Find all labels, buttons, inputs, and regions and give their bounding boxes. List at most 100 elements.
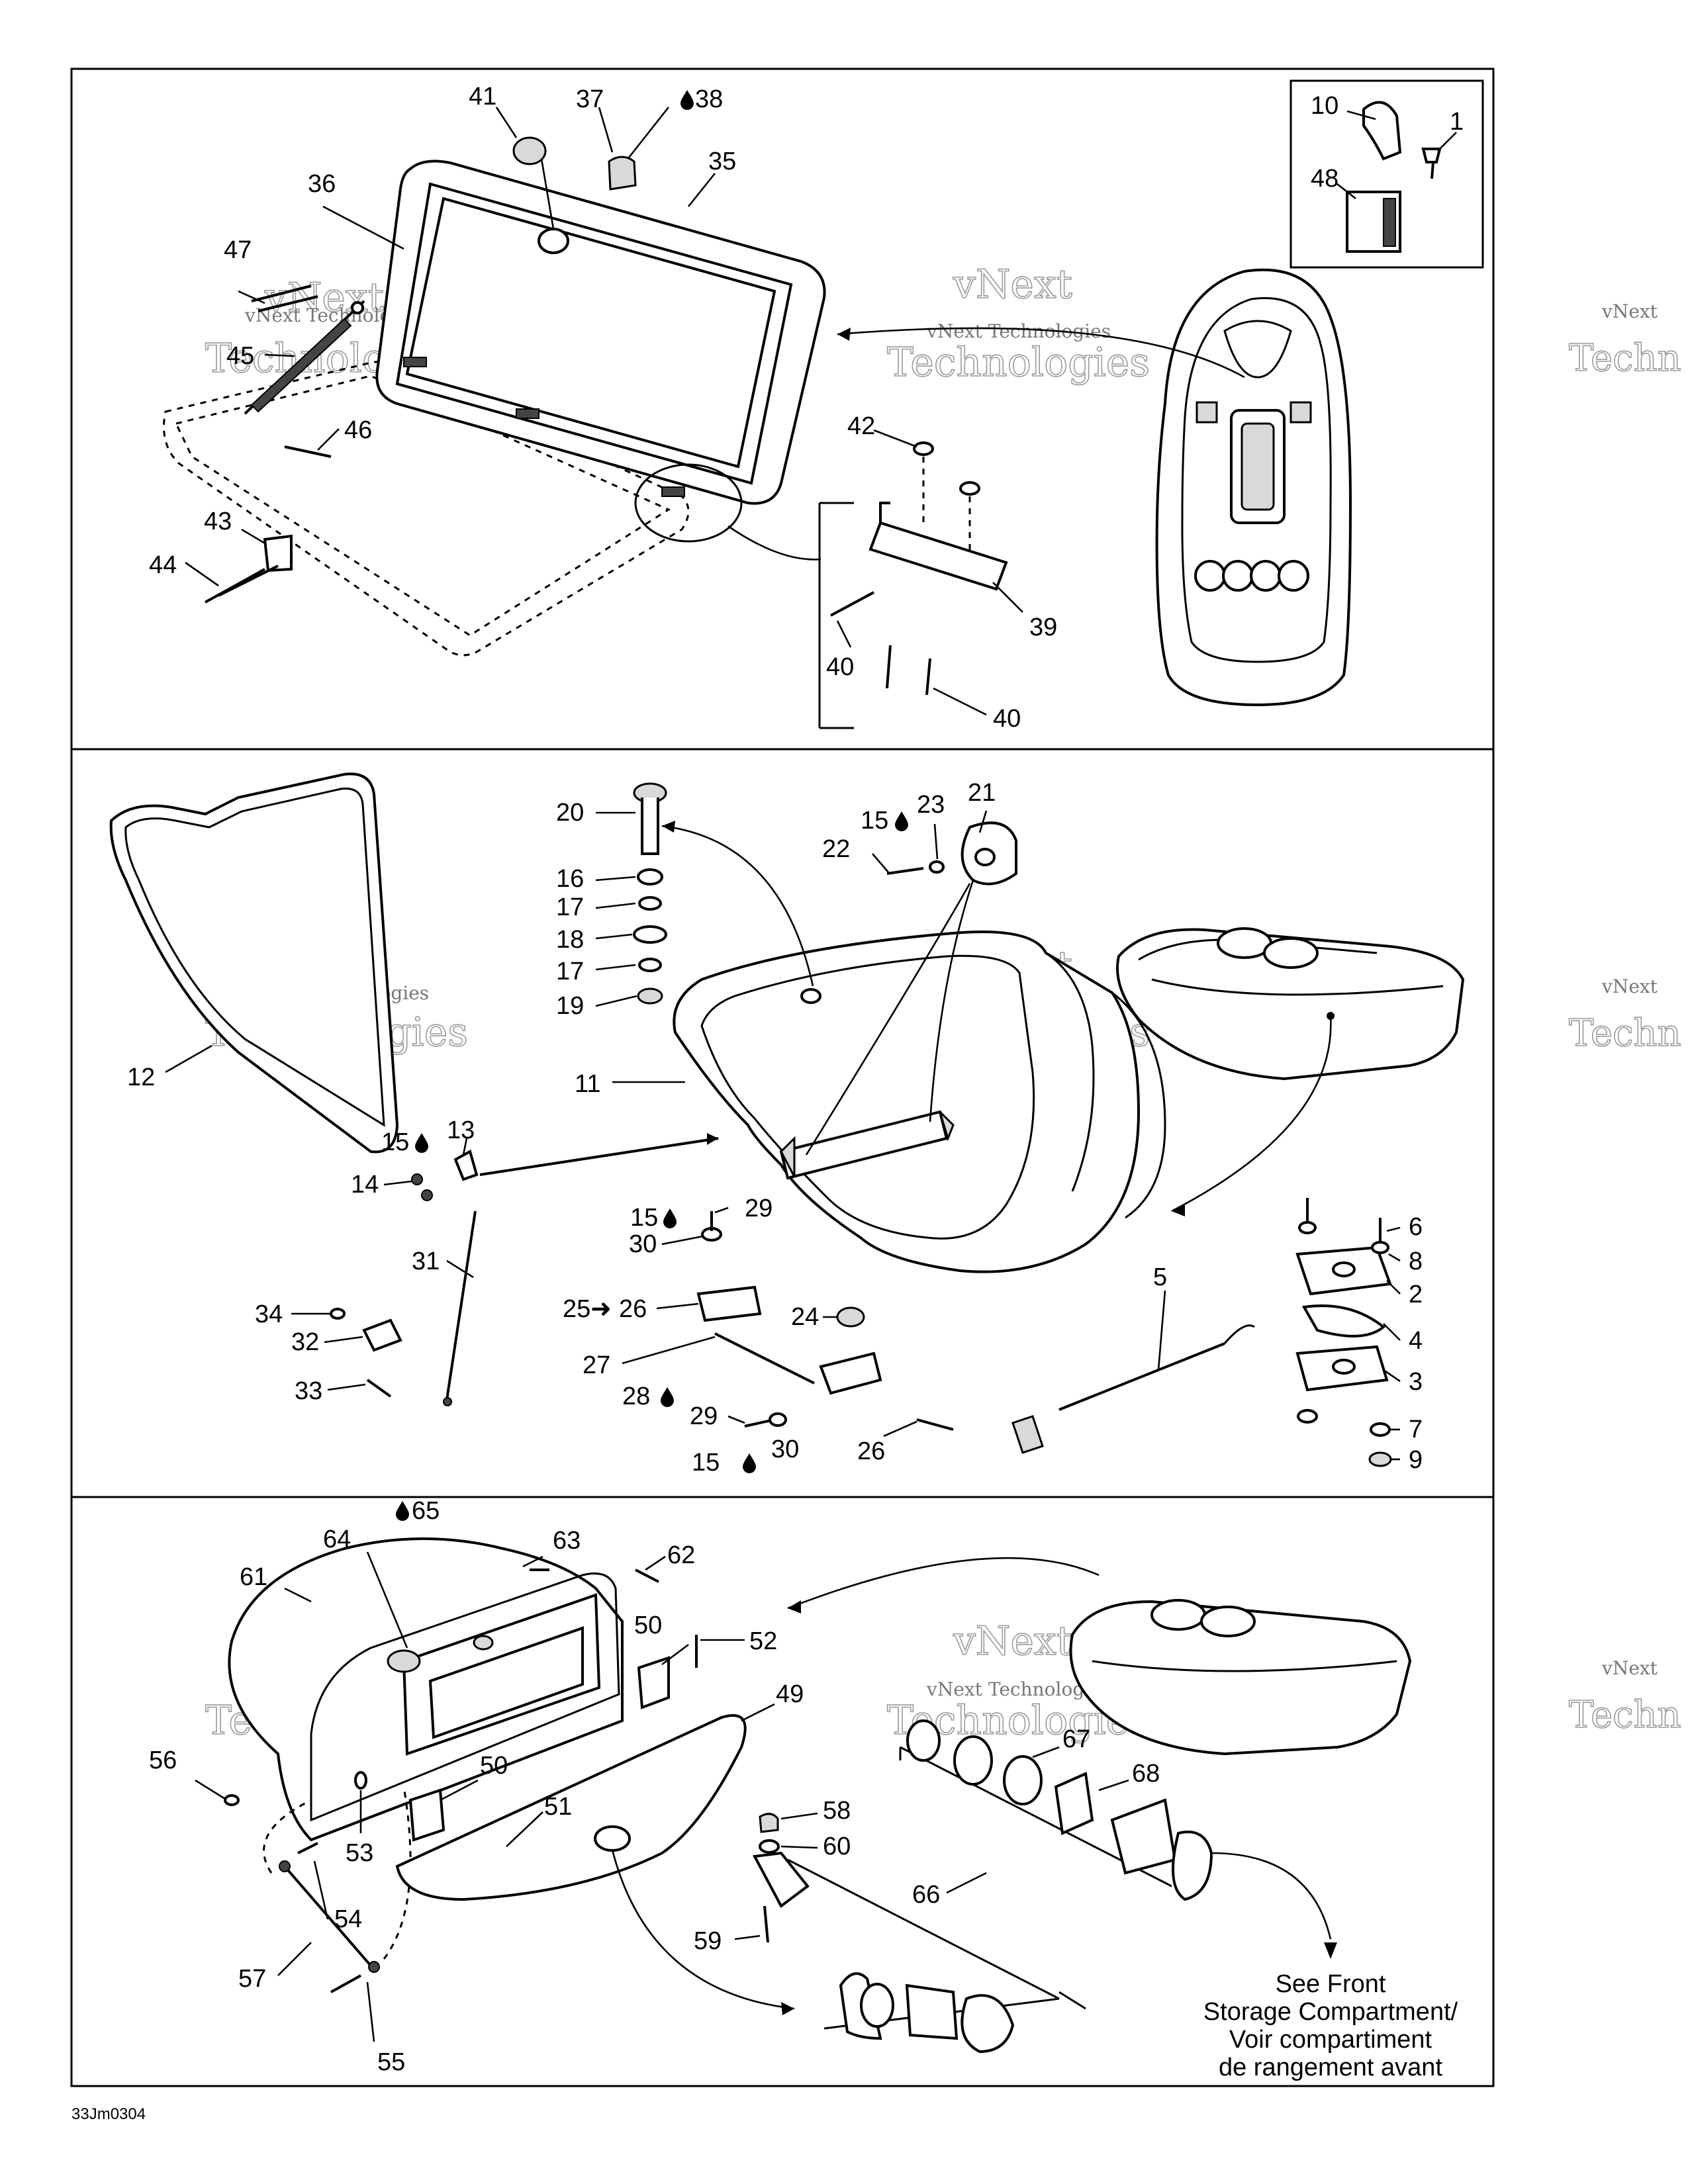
part-callout: ➜ <box>590 1295 612 1323</box>
part-callout: 62 <box>667 1541 695 1569</box>
part-callout: 26 <box>857 1437 885 1465</box>
part-callout: 2 <box>1409 1281 1423 1308</box>
part-callout: 18 <box>556 926 584 954</box>
part-callout: 55 <box>377 2048 405 2076</box>
part-callout: 7 <box>1409 1416 1423 1443</box>
note-line: See Front <box>1276 1970 1386 1998</box>
part-callout: 50 <box>634 1612 662 1639</box>
part-callout: 15 <box>630 1204 658 1232</box>
part-callout: 45 <box>226 342 254 370</box>
part-callout: 30 <box>629 1230 657 1258</box>
watermark-text: Techn <box>1569 1012 1681 1055</box>
diagram-code: 33Jm0304 <box>71 2105 146 2123</box>
watermark-text: Techn <box>1569 337 1681 380</box>
part-callout: 28 <box>622 1383 650 1410</box>
part-callout: 10 <box>1311 92 1338 120</box>
watermark-text: vNext <box>953 1618 1072 1664</box>
part-callout: 6 <box>1409 1213 1423 1241</box>
part-callout: 46 <box>344 416 372 444</box>
section-frames <box>70 68 1495 2087</box>
part-callout: 9 <box>1409 1446 1423 1474</box>
part-callout: 32 <box>291 1328 319 1356</box>
part-callout: 42 <box>847 412 875 440</box>
part-callout: 25 <box>563 1295 590 1323</box>
part-callout: 35 <box>708 148 736 175</box>
watermark-text: vNext <box>1601 1657 1658 1679</box>
part-callout: 47 <box>224 236 252 264</box>
part-callout: 61 <box>240 1563 267 1591</box>
part-callout: 29 <box>690 1402 718 1430</box>
part-callout: 15 <box>381 1128 409 1156</box>
part-callout: 64 <box>323 1525 351 1553</box>
part-callout: 17 <box>556 893 584 921</box>
part-callout: 8 <box>1409 1248 1423 1275</box>
part-callout: 44 <box>149 551 177 579</box>
note-line: Storage Compartment/ <box>1203 1998 1458 2026</box>
part-callout: 34 <box>255 1300 283 1328</box>
part-callout: 15 <box>861 807 888 835</box>
middle-section-drawing <box>109 772 1465 1467</box>
part-callout: 22 <box>822 835 850 863</box>
note-line: Voir compartiment <box>1229 2026 1432 2054</box>
part-callout: 1 <box>1450 108 1464 136</box>
note-line: de rangement avant <box>1219 2054 1442 2081</box>
part-callout: 24 <box>791 1303 819 1331</box>
bottom-section-drawing <box>224 1537 1412 2054</box>
cross-reference-note: See Front Storage Compartment/ Voir comp… <box>1203 1970 1458 2081</box>
watermark-text: vNext <box>953 261 1072 308</box>
part-callout: 41 <box>469 83 496 111</box>
watermark-text: vNext <box>1601 976 1658 997</box>
watermark-text: vNext <box>1601 300 1658 322</box>
part-callout: 39 <box>1029 614 1057 641</box>
part-callout: 30 <box>771 1435 799 1463</box>
part-callout: 27 <box>583 1351 610 1379</box>
part-callout: 58 <box>823 1797 851 1825</box>
part-callout: 67 <box>1062 1725 1090 1753</box>
part-callout: 37 <box>576 85 604 113</box>
part-callout: 33 <box>295 1377 322 1405</box>
part-callout: 3 <box>1409 1368 1423 1396</box>
part-callout: 49 <box>776 1680 804 1708</box>
part-callout: 63 <box>553 1527 581 1555</box>
part-callout: 53 <box>346 1839 373 1867</box>
part-callout: 26 <box>619 1295 647 1323</box>
part-callout: 50 <box>480 1752 508 1780</box>
part-callout: 36 <box>308 170 336 198</box>
watermark-text: Technologies <box>887 340 1150 386</box>
part-callout: 48 <box>1311 165 1338 193</box>
callout-labels-bottom: 64 65 63 62 61 50 52 49 56 50 51 53 54 5… <box>149 1497 1160 2076</box>
part-callout: 16 <box>556 865 584 893</box>
part-callout: 31 <box>412 1248 440 1275</box>
part-callout: 11 <box>575 1070 600 1098</box>
watermark-text: vNext Technologies <box>926 320 1111 342</box>
callout-labels-middle: 20 15 23 21 22 16 17 18 17 19 12 11 13 1… <box>127 779 1423 1477</box>
part-callout: 40 <box>993 705 1021 733</box>
part-callout: 60 <box>823 1833 851 1860</box>
watermark-text: Techn <box>1569 1694 1681 1737</box>
part-callout: 51 <box>544 1793 572 1821</box>
part-callout: 56 <box>149 1747 177 1774</box>
part-callout: 20 <box>556 799 584 827</box>
part-callout: 29 <box>745 1195 773 1222</box>
part-callout: 12 <box>127 1064 155 1091</box>
part-callout: 5 <box>1153 1263 1167 1291</box>
part-callout: 68 <box>1132 1760 1160 1788</box>
part-callout: 21 <box>968 779 996 807</box>
part-callout: 38 <box>695 85 723 113</box>
part-callout: 66 <box>912 1881 940 1909</box>
part-callout: 23 <box>917 791 945 819</box>
part-callout: 4 <box>1409 1327 1423 1355</box>
part-callout: 15 <box>692 1449 720 1477</box>
part-callout: 59 <box>694 1927 722 1955</box>
part-callout: 19 <box>556 992 584 1020</box>
part-callout: 13 <box>447 1116 475 1144</box>
part-callout: 17 <box>556 958 584 985</box>
part-callout: 57 <box>238 1965 266 1993</box>
callout-labels-top: 41 37 38 35 36 47 45 46 43 44 42 39 40 4… <box>149 83 1464 733</box>
part-callout: 43 <box>204 508 232 535</box>
part-callout: 40 <box>826 653 854 681</box>
top-section-drawing <box>163 79 1484 729</box>
part-callout: 52 <box>749 1627 777 1655</box>
part-callout: 65 <box>412 1497 440 1525</box>
